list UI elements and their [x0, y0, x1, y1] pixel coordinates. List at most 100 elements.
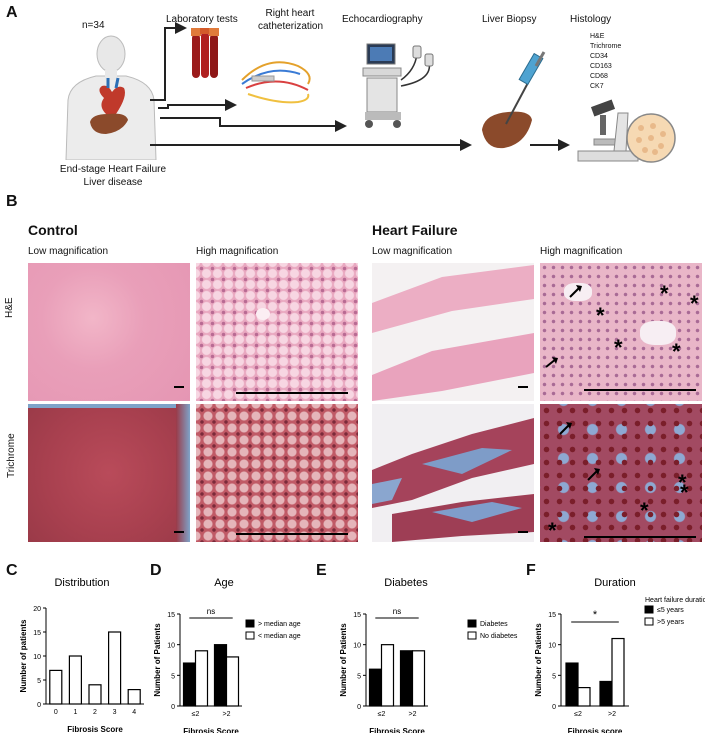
- bar: [194, 650, 209, 707]
- y-tick-label: 5: [552, 673, 556, 680]
- step-rhc: Right heart catheterization: [258, 8, 324, 32]
- scale-bar: [174, 531, 184, 533]
- micrograph-control-tri-high: [196, 404, 358, 542]
- x-tick-label: 1: [73, 709, 77, 716]
- central-vein: [256, 308, 270, 320]
- x-tick-label: 3: [113, 709, 117, 716]
- mag-label-control-high: High magnification: [196, 246, 279, 257]
- patient-caption-line1: End-stage Heart Failure: [59, 164, 167, 175]
- y-tick-label: 20: [33, 606, 41, 613]
- step-lab-tests: Laboratory tests: [166, 14, 238, 25]
- legend-label: Diabetes: [480, 621, 508, 628]
- panel-f-label: F: [526, 562, 536, 579]
- chart-title: Duration: [594, 577, 636, 589]
- svg-text:*: *: [596, 303, 605, 328]
- capsule-edge: [28, 404, 190, 408]
- scale-bar: [236, 533, 348, 535]
- y-tick-label: 10: [548, 643, 556, 650]
- sample-size: n=34: [82, 20, 105, 31]
- stain-ck7: CK7: [590, 83, 604, 90]
- histology-stains-list: H&E Trichrome CD34 CD163 CD68 CK7: [590, 32, 621, 92]
- panel-e-label: E: [316, 562, 327, 579]
- legend-swatch: [245, 631, 255, 640]
- legend-label: < median age: [258, 633, 301, 640]
- y-tick-label: 5: [171, 673, 175, 680]
- mag-label-hf-high: High magnification: [540, 246, 623, 257]
- bar: [380, 644, 395, 707]
- y-tick-label: 0: [171, 704, 175, 711]
- bar: [107, 631, 122, 705]
- mag-label-hf-low: Low magnification: [372, 246, 453, 257]
- x-tick-label: 2: [93, 709, 97, 716]
- x-axis-label: Fibrosis Score: [183, 727, 239, 733]
- stain-cd68: CD68: [590, 73, 608, 80]
- legend-swatch: [467, 631, 477, 640]
- scale-bar: [584, 536, 696, 538]
- patient-figure: [65, 35, 157, 160]
- y-tick-label: 0: [357, 704, 361, 711]
- y-axis-label: Number of Patients: [534, 623, 543, 697]
- capsule-edge: [176, 404, 190, 542]
- liver-biopsy-icon: [482, 51, 546, 149]
- x-axis-label: Fibrosis Score: [369, 727, 425, 733]
- row-label-he-text: H&E: [4, 297, 15, 318]
- x-tick-label: ≤2: [574, 711, 582, 718]
- scale-bar: [518, 531, 528, 533]
- significance-label: ns: [207, 607, 215, 616]
- significance-label: *: [593, 609, 598, 621]
- x-tick-label: >2: [223, 711, 231, 718]
- step-histology: Histology: [570, 14, 612, 25]
- x-axis-label: Fibrosis score: [568, 727, 623, 733]
- bar: [127, 688, 141, 705]
- legend-swatch: [467, 619, 477, 628]
- bar: [565, 662, 579, 707]
- micrograph-hf-he-high: * * * * *: [540, 263, 702, 401]
- y-axis-label: Number of Patients: [153, 623, 162, 697]
- echo-machine-icon: [362, 43, 434, 128]
- significance-label: ns: [393, 607, 401, 616]
- scale-bar: [174, 386, 184, 388]
- annotations: * * * * *: [545, 281, 699, 368]
- catheter-icon: [241, 61, 311, 104]
- row-label-he: H&E: [4, 288, 15, 318]
- x-tick-label: ≤2: [192, 711, 200, 718]
- scale-bar: [518, 386, 528, 388]
- bar: [368, 668, 383, 707]
- x-tick-label: 0: [54, 709, 58, 716]
- legend-label: > median age: [258, 621, 301, 628]
- bar: [213, 644, 228, 707]
- group-control: Control: [28, 222, 78, 238]
- y-tick-label: 15: [167, 612, 175, 619]
- micrograph-control-tri-low: [28, 404, 190, 542]
- blood-tubes-icon: [191, 28, 219, 78]
- panel-d-label: D: [150, 562, 162, 579]
- sinusoid-space: [640, 321, 676, 345]
- row-label-trichrome-text: Trichrome: [6, 433, 17, 478]
- micrograph-control-he-high: [196, 263, 358, 401]
- mag-label-control-low: Low magnification: [28, 246, 109, 257]
- legend-label: No diabetes: [480, 633, 518, 640]
- y-tick-label: 10: [33, 654, 41, 661]
- row-label-trichrome: Trichrome: [6, 418, 17, 478]
- panel-c-label: C: [6, 562, 18, 579]
- bar: [611, 637, 625, 707]
- y-axis-label: Number of patients: [19, 619, 28, 692]
- svg-text:*: *: [640, 498, 649, 523]
- bar: [599, 680, 613, 707]
- scale-bar: [236, 392, 348, 394]
- patient-caption: End-stage Heart Failure Liver disease: [48, 163, 178, 189]
- x-axis-label: Fibrosis Score: [67, 725, 123, 733]
- y-axis-label: Number of Patients: [339, 623, 348, 697]
- svg-text:*: *: [672, 339, 681, 364]
- legend-swatch: [644, 617, 654, 626]
- micrograph-hf-tri-high: * * * *: [540, 404, 702, 542]
- legend-label: >5 years: [657, 619, 685, 626]
- x-tick-label: >2: [608, 711, 616, 718]
- x-tick-label: ≤2: [378, 711, 386, 718]
- annotations: * * * *: [548, 422, 689, 542]
- bar: [68, 655, 83, 705]
